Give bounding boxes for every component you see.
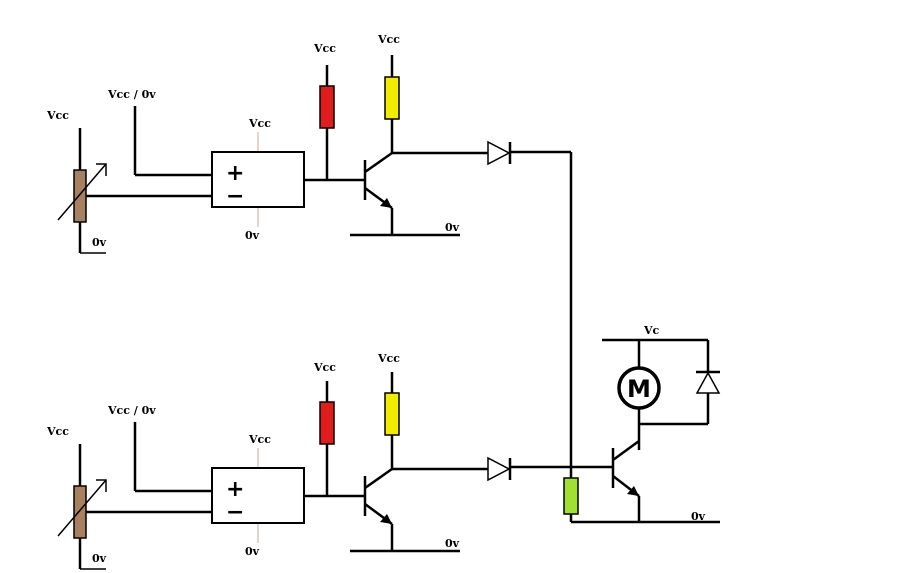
variable-resistor-icon [57, 444, 212, 570]
ref-vcc-0v-label-bottom: Vcc / 0v [107, 404, 156, 417]
motor-icon: M [617, 340, 661, 450]
minus-sign: − [226, 184, 244, 209]
resistor-icon-yellow-top [384, 55, 400, 153]
npn-transistor-icon [611, 439, 641, 522]
motor-driver-stage: Vc 0v M [563, 324, 721, 524]
resistor-icon-red-top [319, 65, 335, 180]
resistor-icon-yellow-bottom [384, 372, 400, 469]
minus-sign: − [226, 500, 244, 525]
plus-sign: + [226, 477, 244, 502]
opamp-0v-label-bottom: 0v [245, 545, 260, 558]
npn-transistor-icon [350, 151, 460, 237]
resistor-icon-green [563, 477, 720, 524]
yellow-resistor-vcc-label-top: Vcc [377, 33, 400, 46]
yellow-resistor-vcc-label-bottom: Vcc [377, 352, 400, 365]
pot-vcc-label-bottom: Vcc [46, 425, 69, 438]
opamp-0v-label-top: 0v [245, 229, 260, 242]
red-resistor-vcc-label-bottom: Vcc [313, 361, 336, 374]
diode-icon [487, 140, 512, 166]
sensor-stage-top: Vcc Vcc / 0v 0v Vcc 0v Vcc Vcc 0v + − [46, 33, 571, 254]
variable-resistor-icon [57, 128, 212, 254]
diode-icon [487, 456, 512, 482]
pot-vcc-label-top: Vcc [46, 109, 69, 122]
opamp-vcc-label-top: Vcc [248, 117, 271, 130]
opamp-vcc-label-bottom: Vcc [248, 433, 271, 446]
npn-transistor-icon [350, 467, 460, 553]
pot-0v-label-bottom: 0v [92, 552, 107, 565]
red-resistor-vcc-label-top: Vcc [313, 42, 336, 55]
ref-vcc-0v-label-top: Vcc / 0v [107, 88, 156, 101]
sensor-stage-bottom: Vcc Vcc / 0v 0v Vcc 0v Vcc Vcc 0v + − [46, 352, 613, 570]
motor-letter: M [627, 375, 651, 403]
plus-sign: + [226, 161, 244, 186]
resistor-icon-red-bottom [319, 381, 335, 496]
diode-icon [639, 340, 721, 426]
comparator-icon: + − [211, 448, 305, 543]
motor-0v-label: 0v [691, 510, 706, 523]
emitter-0v-label-bottom: 0v [445, 537, 460, 550]
pot-0v-label-top: 0v [92, 236, 107, 249]
comparator-icon: + − [211, 132, 305, 227]
motor-vc-label: Vc [643, 324, 660, 337]
emitter-0v-label-top: 0v [445, 221, 460, 234]
